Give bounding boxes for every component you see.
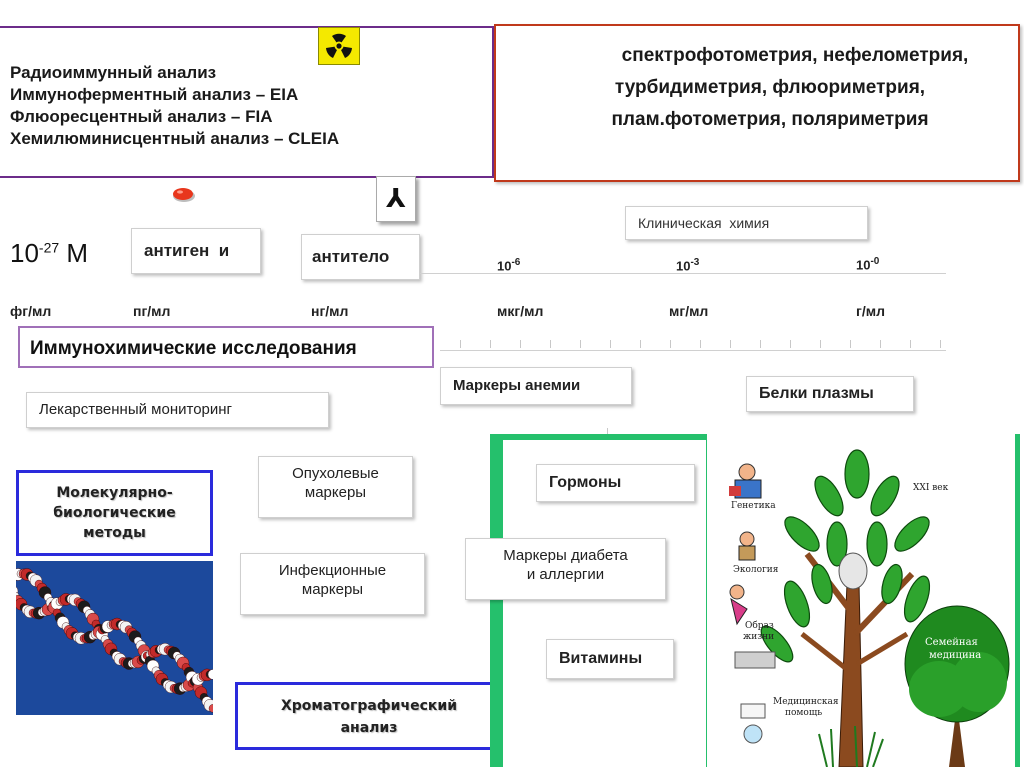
diabetes-markers-line-2: и аллергии bbox=[526, 566, 605, 583]
tree-label-genetics: Генетика bbox=[731, 501, 776, 511]
scale-exp-2-power: -3 bbox=[690, 257, 700, 268]
scale-exp-3-base: 10 bbox=[856, 257, 871, 273]
plasma-proteins-label: Белки плазмы bbox=[759, 385, 874, 402]
tree-label-ecology: Экология bbox=[733, 565, 779, 575]
infection-markers-line-1: Инфекционные bbox=[278, 562, 387, 579]
tree-illustration: XXI век Генетика Экология Образ жизни Ме… bbox=[707, 434, 1015, 768]
infection-markers-box: Инфекционные маркеры bbox=[240, 553, 425, 615]
chromatography-box: Хроматографический анализ bbox=[235, 682, 503, 750]
scale-tick bbox=[700, 340, 701, 348]
photometry-list: спектрофотометрия, нефелометрия, турбиди… bbox=[520, 40, 1020, 136]
method-eia: Иммуноферментный анализ – EIA bbox=[10, 85, 299, 104]
unit-mg: мг/мл bbox=[669, 303, 709, 319]
scale-tick bbox=[940, 340, 941, 348]
method-fia: Флюоресцентный анализ – FIA bbox=[10, 107, 273, 126]
drug-monitoring-label: Лекарственный мониторинг bbox=[39, 401, 233, 418]
scale-start-exp: -27 bbox=[38, 239, 60, 256]
scale-exp-3: 10-0 bbox=[856, 256, 879, 272]
plasma-proteins-box: Белки плазмы bbox=[746, 376, 914, 412]
scale-tick bbox=[790, 340, 791, 348]
tumor-markers-line-2: маркеры bbox=[304, 484, 367, 501]
antigen-label-box: антиген и bbox=[131, 228, 261, 274]
scale-line-top bbox=[420, 273, 946, 274]
antibody-label-box: антитело bbox=[301, 234, 420, 280]
immunochemical-label: Иммунохимические исследования bbox=[30, 338, 357, 359]
tree-label-medical-1: Медицинская bbox=[773, 697, 839, 707]
method-cleia: Хемилюминисцентный анализ – CLEIA bbox=[10, 129, 340, 148]
scale-tick bbox=[550, 340, 551, 348]
antigen-label: антиген и bbox=[144, 241, 230, 260]
scale-exp-2-base: 10 bbox=[676, 258, 691, 274]
photometry-line-3: плам.фотометрия, поляриметрия bbox=[611, 109, 929, 130]
photometry-panel bbox=[494, 24, 1020, 182]
scale-exp-1-base: 10 bbox=[497, 258, 512, 274]
tree-label-century: XXI век bbox=[913, 483, 949, 493]
dna-atom bbox=[208, 704, 213, 713]
drug-monitoring-box: Лекарственный мониторинг bbox=[26, 392, 329, 428]
molecular-biology-line-3: методы bbox=[83, 525, 146, 541]
unit-pg: пг/мл bbox=[133, 303, 171, 319]
infection-markers-line-2: маркеры bbox=[301, 581, 364, 598]
tree-label-family-2: медицина bbox=[929, 650, 981, 661]
clinical-chemistry-label: Клиническая химия bbox=[638, 215, 770, 231]
scale-tick bbox=[520, 340, 521, 348]
anemia-markers-label: Маркеры анемии bbox=[453, 377, 581, 394]
method-radioimmune: Радиоиммунный анализ bbox=[10, 63, 217, 82]
tree-label-medical-2: помощь bbox=[785, 708, 822, 718]
scale-tick bbox=[580, 340, 581, 348]
tree-label-lifestyle-2: жизни bbox=[743, 632, 774, 642]
vitamins-label: Витамины bbox=[559, 650, 643, 667]
tree-label-lifestyle-1: Образ bbox=[745, 620, 774, 631]
scale-tick bbox=[490, 340, 491, 348]
dna-atom bbox=[207, 669, 213, 680]
molecular-biology-line-1: Молекулярно- bbox=[56, 485, 173, 501]
scale-start-unit: М bbox=[59, 238, 89, 268]
hormones-box: Гормоны bbox=[536, 464, 695, 502]
methods-list: Радиоиммунный анализ Иммуноферментный ан… bbox=[10, 62, 339, 150]
dna-image bbox=[16, 561, 213, 715]
scale-tick bbox=[760, 340, 761, 348]
scale-start-base: 10 bbox=[10, 238, 39, 268]
photometry-line-2: турбидиметрия, флюориметрия, bbox=[614, 77, 926, 98]
scale-line-bottom bbox=[440, 350, 946, 351]
unit-ng: нг/мл bbox=[311, 303, 349, 319]
antibody-label: антитело bbox=[312, 247, 390, 266]
scale-tick bbox=[670, 340, 671, 348]
scale-exp-2: 10-3 bbox=[676, 257, 699, 273]
tree-label-family-1: Семейная bbox=[925, 637, 978, 648]
clinical-chemistry-box: Клиническая химия bbox=[625, 206, 868, 240]
scale-start: 10-27 М bbox=[10, 238, 88, 269]
diabetes-markers-box: Маркеры диабета и аллергии bbox=[465, 538, 666, 600]
scale-tick bbox=[640, 340, 641, 348]
scale-tick bbox=[910, 340, 911, 348]
chromatography-line-1: Хроматографический bbox=[280, 698, 458, 714]
scale-tick bbox=[610, 340, 611, 348]
radiation-icon bbox=[318, 27, 360, 65]
unit-fg: фг/мл bbox=[10, 303, 52, 319]
immunochemical-box: Иммунохимические исследования bbox=[18, 326, 434, 368]
photometry-line-1: спектрофотометрия, нефелометрия, bbox=[621, 45, 969, 66]
molecular-biology-line-2: биологические bbox=[53, 505, 176, 521]
antigen-dot-icon bbox=[171, 186, 197, 204]
hormones-label: Гормоны bbox=[549, 474, 622, 491]
unit-mkg: мкг/мл bbox=[497, 303, 544, 319]
scale-exp-1: 10-6 bbox=[497, 257, 520, 273]
scale-tick bbox=[730, 340, 731, 348]
scale-tick bbox=[850, 340, 851, 348]
scale-exp-1-power: -6 bbox=[511, 257, 521, 268]
chromatography-line-2: анализ bbox=[340, 720, 398, 736]
scale-exp-3-power: -0 bbox=[870, 256, 880, 267]
diabetes-markers-line-1: Маркеры диабета bbox=[503, 547, 628, 564]
scale-tick bbox=[820, 340, 821, 348]
vitamins-box: Витамины bbox=[546, 639, 674, 679]
unit-g: г/мл bbox=[856, 303, 885, 319]
antibody-icon: ⅄ bbox=[376, 176, 416, 222]
molecular-biology-box: Молекулярно- биологические методы bbox=[16, 470, 213, 556]
tumor-markers-box: Опухолевые маркеры bbox=[258, 456, 413, 518]
anemia-markers-box: Маркеры анемии bbox=[440, 367, 632, 405]
scale-tick bbox=[460, 340, 461, 348]
methods-panel bbox=[0, 26, 494, 178]
tumor-markers-line-1: Опухолевые bbox=[292, 465, 379, 482]
scale-tick bbox=[880, 340, 881, 348]
